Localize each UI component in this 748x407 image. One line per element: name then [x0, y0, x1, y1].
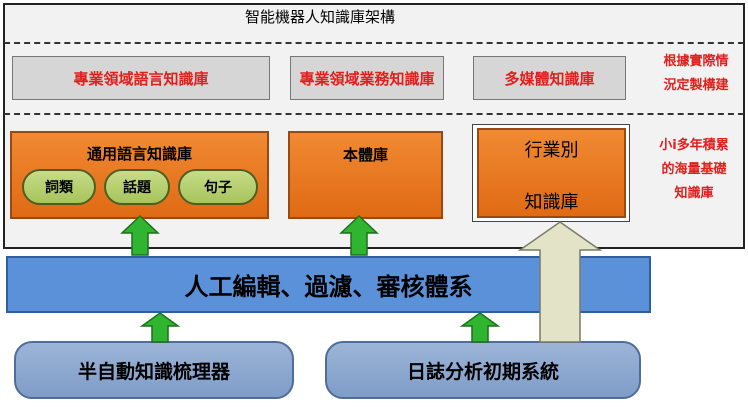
industry-kb-line-1: 行業別 — [524, 140, 579, 161]
large-up-arrow-icon — [518, 221, 602, 343]
industry-kb: 行業別 知識庫 — [477, 128, 626, 218]
log-analysis-system: 日誌分析初期系統 — [325, 341, 641, 399]
custom-build-note-line-1: 根據實際情 — [663, 54, 729, 69]
general-language-kb-label: 通用語言知識庫 — [86, 145, 192, 163]
ontology-kb: 本體庫 — [288, 131, 443, 219]
tier-divider-middle — [4, 113, 744, 115]
accumulated-kb-note: 小i多年積累 的海量基礎 知識庫 — [644, 134, 744, 216]
domain-language-kb: 專業領域語言知識庫 — [12, 56, 270, 100]
accumulated-kb-note-line-2: 的海量基礎 — [661, 162, 727, 177]
accumulated-kb-note-line-3: 知識庫 — [674, 186, 714, 201]
up-arrow-icon — [140, 312, 180, 343]
tier-divider-top — [4, 42, 744, 44]
sentence-pill: 句子 — [178, 169, 258, 205]
word-class-pill: 詞類 — [22, 169, 96, 205]
custom-build-note-line-2: 況定製構建 — [663, 78, 729, 93]
up-arrow-icon — [339, 214, 379, 256]
multimedia-kb: 多媒體知識庫 — [473, 56, 626, 100]
ontology-kb-label: 本體庫 — [342, 146, 388, 164]
topic-pill: 話題 — [104, 169, 170, 205]
industry-kb-line-2: 知識庫 — [524, 192, 579, 213]
semi-auto-knowledge-organizer: 半自動知識梳理器 — [14, 341, 294, 399]
up-arrow-icon — [460, 312, 500, 343]
up-arrow-icon — [120, 214, 160, 256]
custom-build-note: 根據實際情 況定製構建 — [648, 50, 744, 102]
general-language-kb: 通用語言知識庫 詞類 話題 句子 — [10, 131, 269, 219]
accumulated-kb-note-line-1: 小i多年積累 — [659, 138, 729, 153]
domain-business-kb: 專業領域業務知識庫 — [290, 56, 444, 100]
diagram-title: 智能機器人知識庫架構 — [244, 8, 395, 26]
